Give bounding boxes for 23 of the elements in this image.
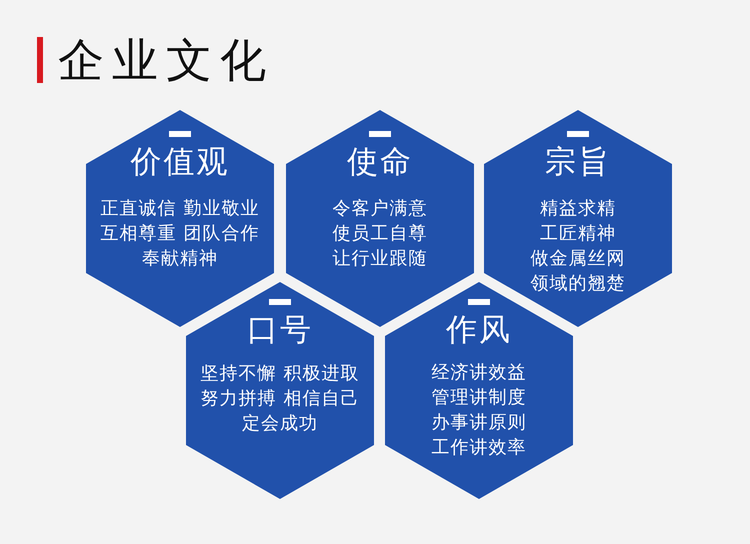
hexagon-text: 使员工自尊 — [332, 222, 428, 246]
hexagon-text: 正直诚信 勤业敬业 — [100, 197, 260, 221]
hexagon-text: 定会成功 — [242, 412, 318, 436]
hexagon-text: 互相尊重 团队合作 — [100, 222, 260, 246]
hexagon-heading: 宗旨 — [545, 144, 611, 180]
hexagon-heading: 使命 — [347, 144, 413, 180]
hexagon-text: 坚持不懈 积极进取 — [200, 362, 360, 386]
hexagon-text: 经济讲效益 — [432, 361, 526, 385]
hexagon-text: 工匠精神 — [540, 222, 616, 246]
hexagon-heading: 价值观 — [130, 144, 230, 180]
hexagon-text: 精益求精 — [540, 197, 616, 221]
hexagon-text: 奉献精神 — [142, 247, 218, 271]
hexagon-heading: 作风 — [446, 312, 512, 348]
hexagon-text: 办事讲原则 — [432, 411, 526, 435]
hexagon-text: 让行业跟随 — [332, 247, 428, 271]
hexagon-text: 令客户满意 — [332, 197, 428, 221]
hexagon-text: 努力拼搏 相信自己 — [200, 387, 360, 411]
hexagon-heading: 口号 — [247, 312, 313, 348]
hexagon-text: 做金属丝网领域的翘楚 — [530, 247, 626, 296]
page-title: 企业文化 — [58, 32, 274, 88]
hexagon-panel — [186, 282, 374, 499]
hexagon-text: 管理讲制度 — [432, 386, 526, 410]
hexagon-text: 工作讲效率 — [432, 436, 526, 460]
